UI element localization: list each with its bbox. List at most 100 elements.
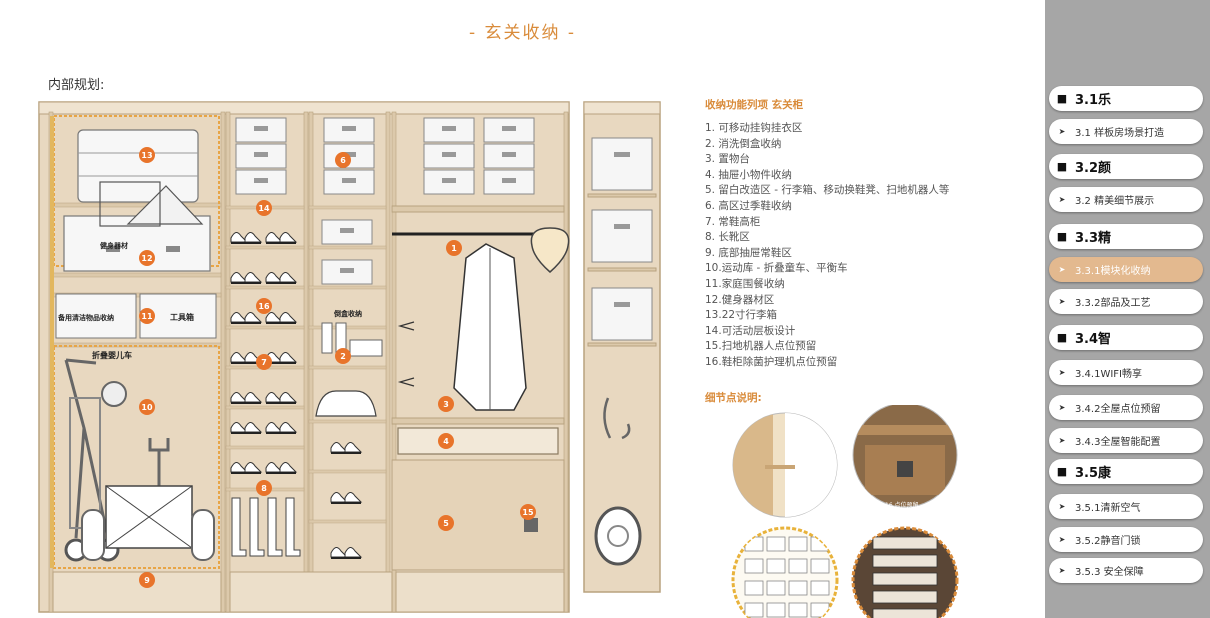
arrow-right-icon: ➤ (1058, 265, 1066, 274)
cabinet-divider (225, 111, 231, 613)
sidebar-item-label: 3.3精 (1075, 231, 1112, 246)
sidebar-item-section[interactable]: ■3.3精 (1049, 224, 1203, 249)
marker-number: 9 (144, 576, 150, 585)
sidebar-item-section[interactable]: ■3.2颜 (1049, 154, 1203, 179)
sidebar-item-page[interactable]: ➤3.1 样板房场景打造 (1049, 119, 1203, 144)
cabinet-divider (220, 111, 226, 613)
marker-badge (335, 348, 351, 364)
cabinet-divider (308, 111, 314, 613)
sidebar-item-label: 3.1乐 (1075, 93, 1112, 108)
section-subtitle: 内部规划: (48, 78, 105, 93)
legend-item: 11.家庭围餐收纳 (705, 277, 785, 290)
cabinet-divider (385, 111, 391, 613)
marker-badge (139, 308, 155, 324)
shoe-box (810, 602, 830, 618)
marker-badge (256, 200, 272, 216)
shelf (587, 193, 657, 198)
sidebar-item-page[interactable]: ➤3.2 精美细节展示 (1049, 187, 1203, 212)
square-bullet-icon: ■ (1056, 92, 1068, 105)
shoe (279, 232, 298, 243)
drawing-label: 备用清洁物品收纳 (57, 313, 114, 322)
drawing-label: 工具箱 (170, 312, 194, 322)
box-handle (340, 228, 354, 233)
box-handle (614, 152, 630, 157)
handbag (315, 390, 377, 417)
side-cabinet-top (583, 101, 661, 115)
fitness-box (63, 215, 211, 272)
drawing-label: 折叠婴儿车 (92, 350, 132, 360)
sidebar-item-page[interactable]: ➤ 3.4.3全屋智能配置 (1049, 428, 1203, 453)
arrow-right-icon: ➤ (1058, 403, 1066, 412)
shelf (225, 285, 305, 290)
page-title: - 玄关收纳 - (468, 23, 577, 43)
sidebar-item-label: 3.4.3全屋智能配置 (1075, 437, 1161, 448)
arrow-right-icon: ➤ (1058, 127, 1066, 136)
shelf (225, 325, 305, 330)
shoe (279, 352, 298, 363)
power-socket (524, 518, 538, 532)
shoe-box (766, 536, 786, 552)
legend-item: 6. 高区过季鞋收纳 (705, 199, 792, 212)
marker-badge (139, 572, 155, 588)
shoe-sole (231, 322, 261, 324)
box-line (105, 485, 193, 549)
sidebar-item-section[interactable]: ■3.4智 (1049, 325, 1203, 350)
marker-badge (438, 515, 454, 531)
marker-number: 7 (261, 358, 267, 367)
arrow-right-icon: ➤ (1058, 535, 1066, 544)
marker-badge (438, 396, 454, 412)
detail-shoerack-art (872, 536, 938, 618)
power-socket (897, 461, 913, 477)
shelf (853, 425, 957, 435)
sidebar-item-page[interactable]: ➤3.5.1清新空气 (1049, 494, 1203, 519)
shelf (308, 469, 387, 474)
sidebar-item-page[interactable]: ➤3.5.3 安全保障 (1049, 558, 1203, 583)
shoe (279, 392, 298, 403)
sidebar-item-label: 3.2 精美细节展示 (1075, 196, 1155, 207)
sidebar-item-page[interactable]: ➤3.3.2部品及工艺 (1049, 289, 1203, 314)
arrow-right-icon: ➤ (1058, 297, 1066, 306)
shoe-sole (231, 362, 261, 364)
box-handle (502, 152, 516, 157)
marker-badge (256, 298, 272, 314)
marker-badge (335, 152, 351, 168)
sidebar-item-section[interactable]: ■3.5康 (1049, 459, 1203, 484)
sidebar-item-page[interactable]: ➤3.4.1WIFI畅享 (1049, 360, 1203, 385)
drawing-label: 倒盒收纳 (333, 309, 362, 318)
arrow-right-icon: ➤ (1058, 436, 1066, 445)
sidebar-item-section[interactable]: ■ 3.1乐 (1049, 86, 1203, 111)
zone-edge (50, 116, 54, 568)
box-handle (342, 126, 356, 131)
legend-item: 2. 消洗倒盒收纳 (705, 137, 782, 150)
square-bullet-icon: ■ (1056, 331, 1068, 344)
envelope (349, 339, 383, 357)
sidebar-item-label: 3.5.2静音门锁 (1075, 536, 1141, 547)
arrow-icon (397, 321, 415, 331)
legend-item: 3. 置物台 (705, 153, 750, 166)
legend-item: 13.22寸行李箱 (705, 309, 778, 322)
sidebar-item-label: 3.2颜 (1075, 161, 1112, 176)
frame-shape (99, 181, 161, 227)
sidebar-item-label: 3.5.1清新空气 (1075, 503, 1141, 514)
shoe-box (810, 580, 830, 596)
sidebar-item-page[interactable]: ➤3.3.1模块化收纳 (1049, 257, 1203, 282)
sidebar-item-page[interactable]: ➤ 3.5.2静音门锁 (1049, 527, 1203, 552)
detail-caption: 16.点位预留 (885, 501, 919, 509)
shelf (308, 365, 387, 370)
legend-item: 4. 抽屉小物件收纳 (705, 168, 792, 181)
shoe (244, 422, 263, 433)
scooter-handle (603, 397, 631, 440)
marker-number: 2 (340, 352, 346, 361)
shoe-box (788, 602, 808, 618)
square-bullet-icon: ■ (1056, 465, 1068, 478)
lower-cabinet (391, 459, 565, 571)
box-handle (254, 126, 268, 131)
marker-number: 1 (451, 244, 457, 253)
sidebar-item-page[interactable]: ➤3.4.2全屋点位预留 (1049, 395, 1203, 420)
legend-title: 收纳功能列项 玄关柜 (705, 99, 804, 111)
marker-badge (438, 433, 454, 449)
hat (530, 227, 570, 273)
box-handle (442, 178, 456, 183)
shoe (279, 272, 298, 283)
